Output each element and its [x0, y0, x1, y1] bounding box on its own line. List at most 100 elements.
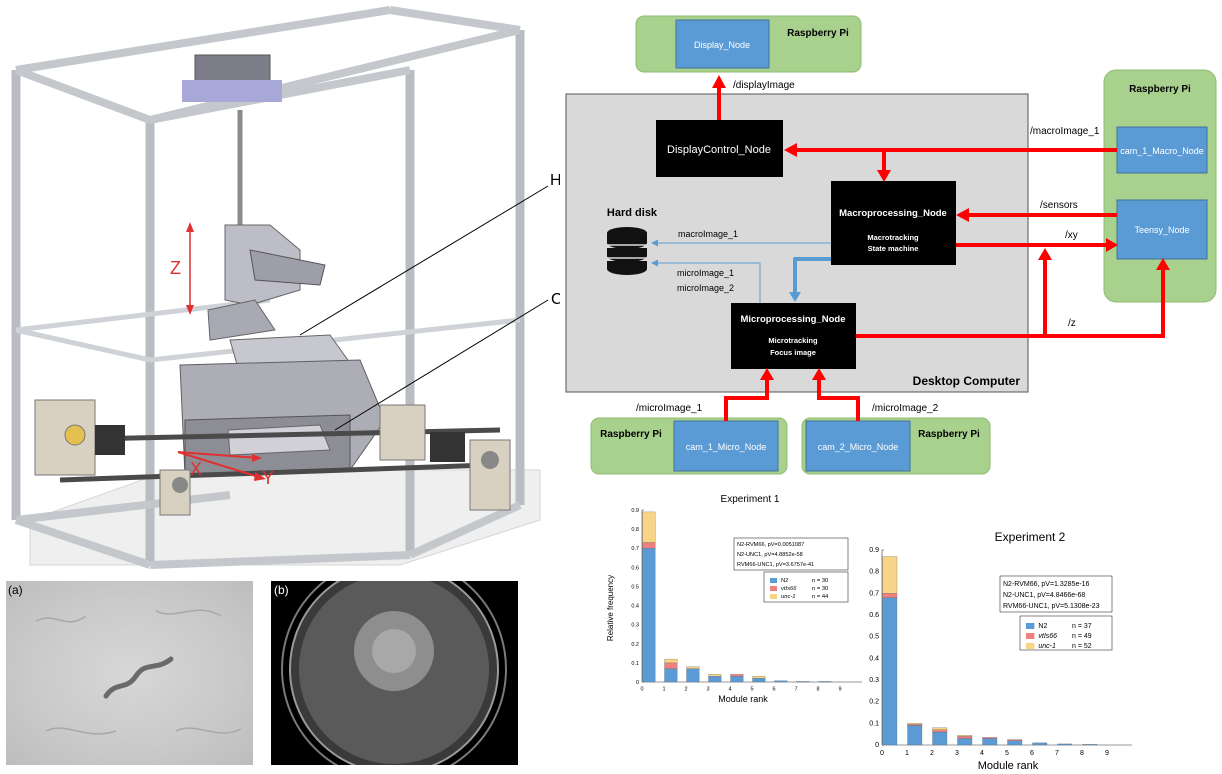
chart2-legend-count: n = 52	[1072, 643, 1092, 650]
chart1-xlabel: Module rank	[718, 694, 768, 704]
chart2-legend-name: unc-1	[1038, 643, 1056, 650]
chart1-bar	[774, 680, 788, 683]
chart1-bar	[708, 676, 722, 683]
chart1-ytick-label: 0.3	[631, 623, 639, 629]
display-node-label: Display_Node	[694, 40, 750, 50]
chart1-legend-name: N2	[781, 578, 788, 584]
right-pi-label: Raspberry Pi	[1129, 84, 1191, 95]
chart1-bar	[664, 668, 678, 683]
chart2-bar	[932, 731, 948, 746]
microprocessing-node-line2: Focus image	[770, 348, 816, 357]
chart2-ytick-label: 0.4	[869, 655, 879, 662]
chart2-ytick-label: 0.8	[869, 569, 879, 576]
cam-macro-node	[1116, 126, 1208, 174]
experiment-2-histogram: Experiment 2 Module rank 00.10.20.30.40.…	[869, 530, 1132, 772]
chart2-legend-swatch	[1026, 643, 1035, 649]
chart1-bar	[752, 678, 766, 683]
chart2-xtick-label: 0	[880, 750, 884, 757]
chart1-ytick-label: 0.2	[631, 642, 639, 648]
chart1-ylabel: Relative frequency	[606, 575, 615, 641]
microprocessing-node-line1: Microtracking	[768, 336, 818, 345]
chart1-ytick-label: 0.9	[631, 508, 639, 514]
chart2-xtick-label: 7	[1055, 750, 1059, 757]
chart2-ytick-label: 0.5	[869, 634, 879, 641]
y-axis-label: Y	[262, 468, 274, 488]
chart2-bar	[982, 738, 998, 746]
z-axis-label: Z	[170, 258, 181, 278]
chart2-legend-swatch	[1026, 633, 1035, 639]
chart2-legend-name: vtIs66	[1038, 633, 1057, 640]
chart2-ytick-label: 0.2	[869, 699, 879, 706]
chart2-bar	[882, 556, 898, 594]
micro-image-store-label-1: microImage_1	[677, 268, 734, 278]
chart1-bar	[818, 681, 832, 683]
chart2-bar	[957, 736, 973, 739]
chart2-title: Experiment 2	[995, 530, 1066, 544]
chart1-legend-swatch	[770, 578, 777, 583]
desktop-computer-label: Desktop Computer	[913, 374, 1021, 388]
chart2-xtick-label: 6	[1030, 750, 1034, 757]
chart1-ytick-label: 0	[636, 680, 639, 686]
micro-image-store-label-2: microImage_2	[677, 283, 734, 293]
chart2-bar	[982, 737, 998, 739]
chart2-bar	[907, 724, 923, 726]
chart1-xtick-label: 1	[662, 687, 665, 693]
chart1-bar	[796, 681, 810, 683]
experiment-1-histogram: Experiment 1 Relative frequency Module r…	[606, 494, 862, 704]
chart1-bar	[708, 674, 722, 677]
cam1-micro-node-label: cam_1_Micro_Node	[686, 442, 767, 452]
display-control-node-label: DisplayControl_Node	[667, 144, 771, 156]
photo-a-label: (a)	[8, 583, 23, 597]
chart1-bar	[664, 662, 678, 669]
macroprocessing-node	[831, 181, 956, 265]
macro-image-store-label: macroImage_1	[678, 229, 738, 239]
xy-topic: /xy	[1065, 230, 1078, 241]
chart1-bar	[730, 674, 744, 677]
display-pi-label: Raspberry Pi	[787, 28, 849, 39]
display-node	[675, 19, 770, 69]
chart1-ytick-label: 0.6	[631, 565, 639, 571]
chart2-bar	[1082, 744, 1098, 746]
macroprocessing-node-line2: State machine	[868, 244, 919, 253]
chart2-legend-count: n = 49	[1072, 633, 1092, 640]
chart1-bar	[642, 511, 656, 543]
chart2-bar	[1007, 739, 1023, 741]
chart2-annotation-1: N2-RVM66, pV=1.3285e-16	[1003, 581, 1090, 588]
chart1-xtick-label: 3	[706, 687, 709, 693]
chart1-xtick-label: 5	[750, 687, 753, 693]
chart1-xtick-label: 6	[772, 687, 775, 693]
chart1-xtick-label: 8	[816, 687, 819, 693]
chart1-annotation-3: RVM66-UNC1, pV=3.6757e-41	[737, 562, 814, 568]
chart1-bar	[642, 542, 656, 549]
chart1-ytick-label: 0.8	[631, 527, 639, 533]
chart1-xtick-label: 7	[794, 687, 797, 693]
chart2-xtick-label: 2	[930, 750, 934, 757]
microprocessing-node-title: Microprocessing_Node	[740, 314, 845, 325]
hard-disk-label: Hard disk	[607, 207, 658, 219]
chart1-legend-swatch	[770, 586, 777, 591]
chart1-ytick-label: 0.1	[631, 661, 639, 667]
chart1-legend-swatch	[770, 594, 777, 599]
x-axis-label: X	[190, 459, 202, 479]
chart2-bar	[932, 729, 948, 733]
chart2-xtick-label: 5	[1005, 750, 1009, 757]
chart1-xtick-label: 0	[640, 687, 643, 693]
chart1-xtick-label: 4	[728, 687, 731, 693]
chart2-annotation-2: N2-UNC1, pV=4.8466e-68	[1003, 592, 1085, 599]
bottom-pi-2-label: Raspberry Pi	[918, 429, 980, 440]
chart1-legend-count: n = 44	[812, 594, 829, 600]
macroprocessing-node-title: Macroprocessing_Node	[839, 208, 947, 219]
chart2-bar	[957, 738, 973, 746]
display-control-node	[656, 120, 783, 177]
chart1-bar	[686, 668, 700, 683]
display-image-topic: /displayImage	[733, 80, 795, 91]
chart1-legend-name: vtIs66	[781, 586, 797, 592]
chart1-legend-count: n = 30	[812, 578, 828, 584]
chart2-xtick-label: 1	[905, 750, 909, 757]
cam1-micro-node	[673, 420, 779, 472]
carriage-label: Carriage	[551, 291, 560, 308]
cam2-micro-node	[805, 420, 911, 472]
teensy-node	[1116, 199, 1208, 260]
chart1-legend-count: n = 30	[812, 586, 828, 592]
chart1-xtick-label: 2	[684, 687, 687, 693]
